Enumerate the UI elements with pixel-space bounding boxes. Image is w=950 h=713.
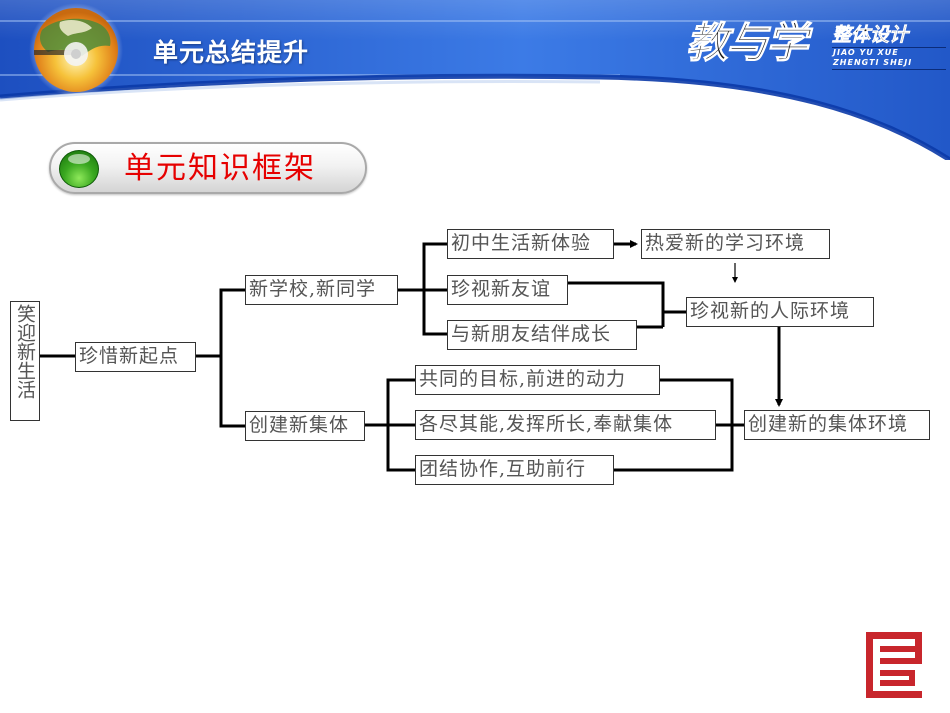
brand-divider: [832, 47, 946, 48]
node-collective-environment: 创建新的集体环境: [744, 410, 930, 440]
node-new-school: 新学校,新同学: [245, 275, 398, 305]
node-root: 笑迎新生活: [10, 301, 40, 421]
node-new-experience: 初中生活新体验: [447, 229, 614, 259]
brand-pinyin-1: JIAO YU XUE: [833, 48, 899, 57]
green-bullet-icon: [59, 150, 99, 188]
red-seal-icon: [866, 632, 922, 698]
page-title: 单元总结提升: [153, 38, 310, 67]
node-unite: 团结协作,互助前行: [415, 455, 614, 485]
section-heading: 单元知识框架: [49, 142, 367, 194]
node-grow-with-friends: 与新朋友结伴成长: [447, 320, 637, 350]
node-contribute: 各尽其能,发挥所长,奉献集体: [415, 410, 716, 440]
node-cherish-new-start: 珍惜新起点: [75, 342, 196, 372]
banner-background: [0, 0, 950, 160]
node-interpersonal-environment: 珍视新的人际环境: [686, 297, 874, 327]
node-create-collective: 创建新集体: [245, 411, 365, 441]
brand-sub-text: 整体设计: [832, 24, 909, 47]
section-title: 单元知识框架: [124, 151, 316, 186]
node-learning-environment: 热爱新的学习环境: [641, 229, 830, 259]
brand-divider: [832, 69, 946, 70]
node-common-goal: 共同的目标,前进的动力: [415, 365, 660, 395]
brand-pinyin-2: ZHENGTI SHEJI: [833, 58, 913, 67]
brand-main-text: 教与学: [685, 18, 808, 68]
header-banner: 单元总结提升 教与学 整体设计 JIAO YU XUE ZHENGTI SHEJ…: [0, 0, 950, 160]
node-cherish-friendship: 珍视新友谊: [447, 275, 568, 305]
brand-logo: 教与学 整体设计 JIAO YU XUE ZHENGTI SHEJI: [685, 18, 950, 78]
